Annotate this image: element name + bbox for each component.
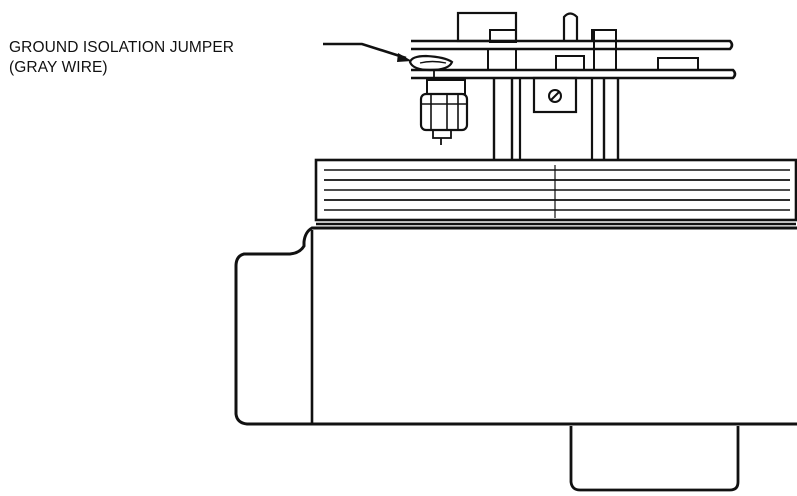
relay-component — [419, 79, 469, 145]
upper-board — [411, 39, 734, 51]
main-housing — [234, 226, 797, 492]
screw-icon — [548, 89, 562, 103]
ground-isolation-jumper-callout: GROUND ISOLATION JUMPER (GRAY WIRE) — [9, 38, 234, 78]
callout-line-2: (GRAY WIRE) — [9, 59, 108, 76]
component-top-part — [593, 29, 617, 71]
bottom-foot — [569, 426, 740, 492]
mounting-bracket — [532, 76, 578, 114]
component-small-block — [489, 29, 517, 43]
finned-heatsink — [314, 158, 797, 226]
ground-jumper-wire — [408, 54, 454, 72]
component-large-block — [456, 11, 518, 43]
component-capacitor — [562, 12, 579, 41]
lower-board — [411, 68, 737, 80]
callout-line-1: GROUND ISOLATION JUMPER — [9, 39, 235, 56]
component-right-block — [591, 29, 617, 42]
callout-leader-arrow — [323, 42, 412, 62]
circuit-board-assembly — [408, 11, 737, 160]
